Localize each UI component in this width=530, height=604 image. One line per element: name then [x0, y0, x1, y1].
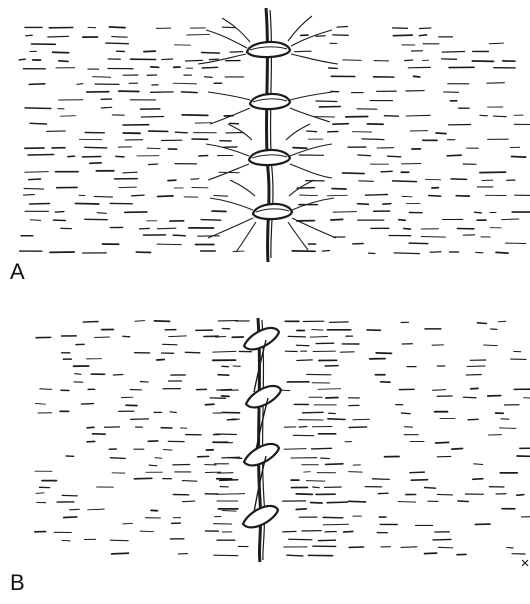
panel-label-b: B	[10, 572, 25, 594]
panel-b-suture-loop-3	[244, 444, 279, 465]
panel-a-interrupted-sutures	[19, 8, 530, 262]
panel-a-suture-loop-1	[247, 42, 290, 57]
panel-b-thread	[254, 340, 268, 512]
panel-b-continuous-suture	[35, 318, 530, 566]
panel-b-suture-loop-2	[246, 386, 281, 407]
panel-b-suture-loop-1	[244, 328, 279, 349]
panel-a-suture-loop-4	[253, 204, 292, 219]
panel-a-suture-loop-2	[250, 94, 290, 109]
panel-a-suture-loop-3	[249, 150, 290, 165]
panel-b-tissue-hatching	[35, 321, 530, 556]
panel-b-suture-loop-4	[243, 506, 278, 527]
panel-label-a: A	[10, 261, 25, 283]
